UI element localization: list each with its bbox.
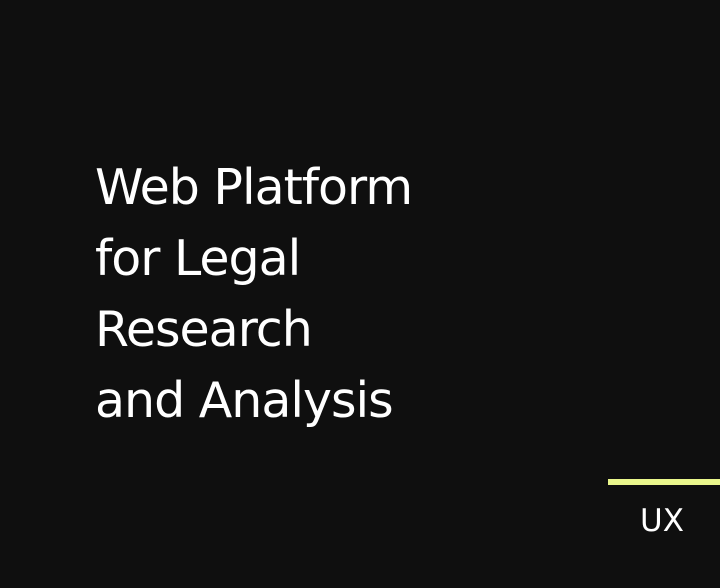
title-line-3: Research	[95, 301, 313, 358]
category-tag: UX	[640, 503, 684, 539]
title-line-2: for Legal	[95, 230, 301, 287]
title-line-4: and Analysis	[95, 372, 394, 429]
project-title: Web Platform for Legal Research and Anal…	[95, 152, 413, 436]
title-line-1: Web Platform	[95, 159, 413, 216]
accent-bar	[608, 479, 720, 485]
